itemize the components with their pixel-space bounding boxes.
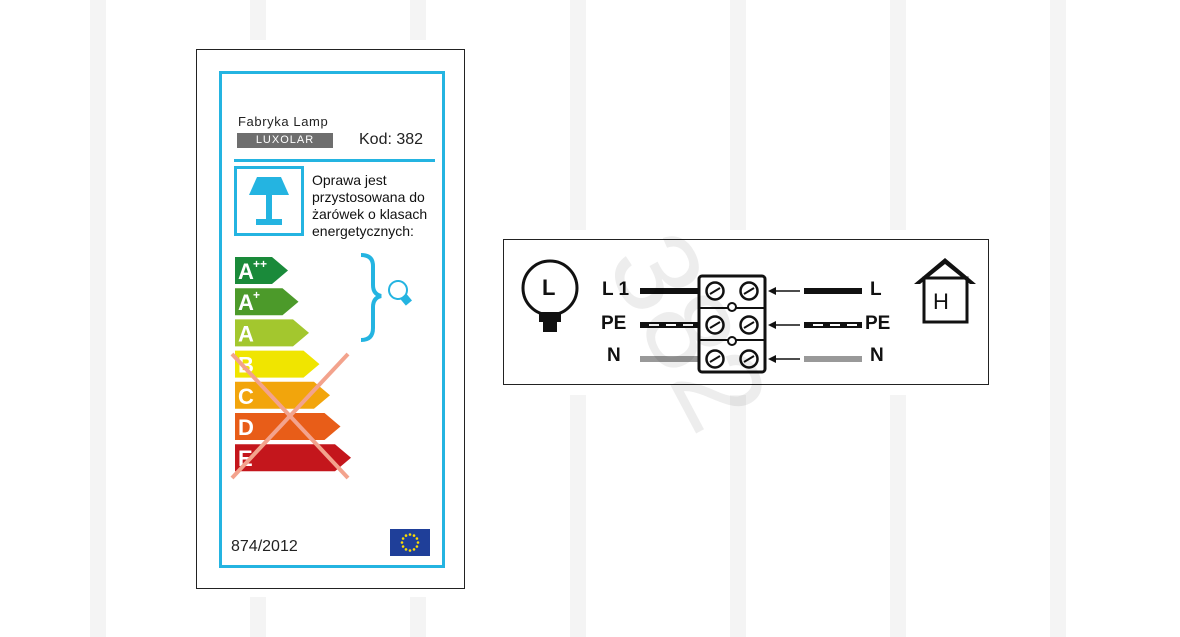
wire-right-l	[768, 287, 862, 295]
energy-class-arrow: D	[235, 413, 341, 440]
energy-class-superscript: ++	[253, 257, 267, 271]
energy-class-label: A	[238, 321, 254, 346]
header-divider	[234, 159, 435, 162]
energy-label: Fabryka Lamp LUXOLAR Kod: 382 Oprawa jes…	[196, 49, 465, 589]
supported-classes-bracket	[360, 253, 382, 342]
symbol-letter-h: H	[933, 289, 949, 314]
product-code: Kod: 382	[359, 131, 424, 148]
wire-label-right-pe: PE	[865, 313, 891, 334]
wire-right-n	[768, 355, 862, 363]
regulation-number: 874/2012	[231, 538, 298, 555]
unsupported-classes-cross	[230, 352, 350, 480]
terminal-screws	[705, 281, 759, 369]
wiring-diagram: L H L 1 PE N L PE N	[503, 239, 989, 385]
wire-left-n	[640, 356, 699, 362]
wire-left-l	[640, 288, 699, 294]
energy-class-arrow: C	[235, 381, 330, 409]
wire-label-right-n: N	[870, 345, 884, 366]
energy-class-label: A	[238, 259, 254, 284]
wire-label-left-l: L 1	[602, 279, 630, 300]
wire-label-left-n: N	[607, 345, 621, 366]
fixture-text-line: przystosowana do	[312, 189, 425, 205]
light-bulb-icon	[388, 280, 412, 306]
energy-class-superscript: +	[253, 288, 260, 302]
fixture-text-line: energetycznych:	[312, 223, 414, 239]
lamp-icon-box	[234, 166, 304, 236]
house-symbol-icon	[914, 258, 976, 324]
wire-left-pe	[640, 322, 699, 328]
fixture-text-line: Oprawa jest	[312, 172, 387, 188]
energy-class-label: C	[238, 384, 254, 409]
wire-right-pe	[768, 321, 862, 329]
energy-class-arrow: A+	[235, 288, 299, 316]
brand-badge: LUXOLAR	[237, 133, 333, 148]
fixture-compatibility-text: Oprawa jest przystosowana do żarówek o k…	[312, 172, 452, 240]
fixture-text-line: żarówek o klasach	[312, 206, 428, 222]
eu-flag-icon	[390, 529, 430, 556]
manufacturer-name: Fabryka Lamp	[238, 114, 329, 129]
energy-class-arrow: A	[235, 319, 309, 347]
energy-class-arrow: A++	[235, 257, 288, 284]
wire-label-left-pe: PE	[601, 313, 627, 334]
wire-label-right-l: L	[870, 279, 882, 300]
table-lamp-icon	[249, 177, 289, 225]
symbol-letter-l: L	[542, 275, 556, 300]
luminaire-symbol-icon	[521, 259, 579, 332]
energy-class-label: D	[238, 415, 254, 440]
wiring-diagram-graphics	[521, 258, 976, 374]
energy-label-frame: Fabryka Lamp LUXOLAR Kod: 382 Oprawa jes…	[219, 71, 445, 568]
energy-class-label: A	[238, 290, 254, 315]
